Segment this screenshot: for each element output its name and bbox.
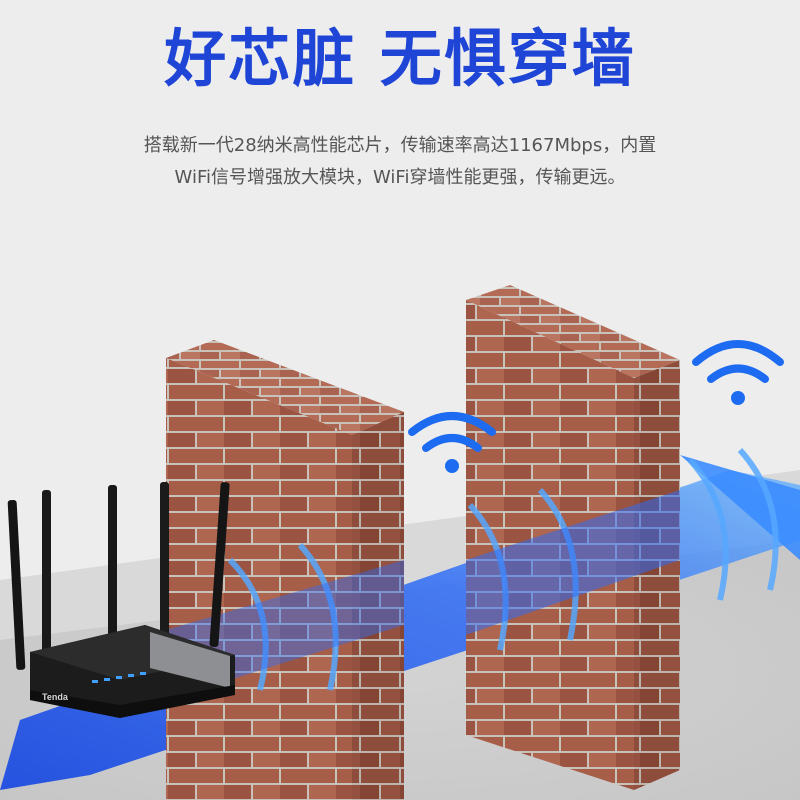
headline: 好芯脏 无惧穿墙 xyxy=(164,22,636,95)
description: 搭载新一代28纳米高性能芯片，传输速率高达1167Mbps，内置 WiFi信号增… xyxy=(0,130,800,194)
wifi-icon xyxy=(408,412,496,473)
antenna xyxy=(209,482,230,647)
status-led xyxy=(140,672,146,675)
brick-wall-front xyxy=(166,340,404,800)
status-led xyxy=(116,676,122,679)
wifi-icon xyxy=(692,340,784,405)
router: Tenda xyxy=(7,482,235,718)
status-led xyxy=(92,680,98,683)
beam-through-wall xyxy=(466,490,680,635)
description-line-1: 搭载新一代28纳米高性能芯片，传输速率高达1167Mbps，内置 xyxy=(143,135,657,156)
status-led xyxy=(104,678,110,681)
antenna xyxy=(7,500,26,670)
description-line-2: WiFi信号增强放大模块，WiFi穿墙性能更强，传输更远。 xyxy=(174,167,626,188)
router-brand: Tenda xyxy=(42,692,69,702)
antenna xyxy=(108,485,117,645)
antenna xyxy=(42,490,51,655)
antenna xyxy=(160,482,169,642)
arrow-icon xyxy=(680,455,800,560)
status-led xyxy=(128,674,134,677)
